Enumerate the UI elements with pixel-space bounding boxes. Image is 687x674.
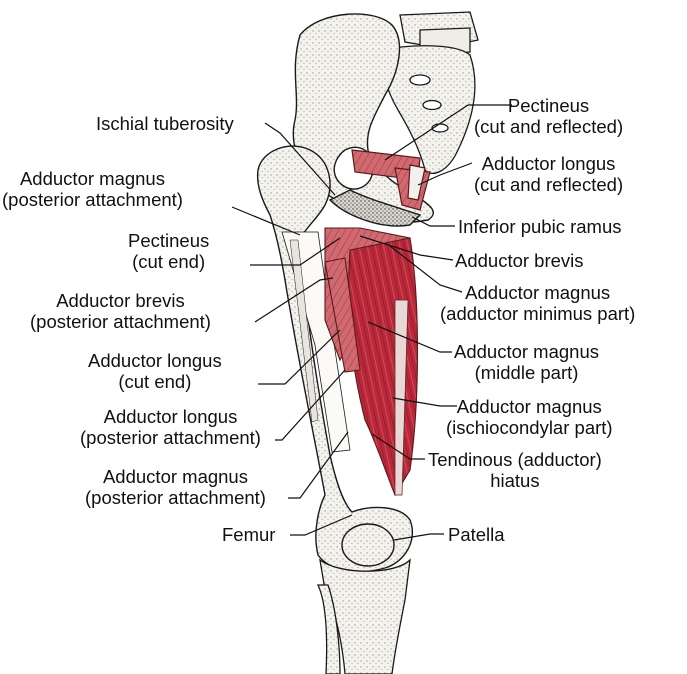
label-adductor-longus-reflected: Adductor longus (cut and reflected) [474, 153, 624, 195]
adductor-muscles [324, 227, 419, 497]
label-adductor-longus-posterior: Adductor longus (posterior attachment) [80, 406, 261, 448]
label-adductor-brevis: Adductor brevis [455, 250, 584, 271]
label-pectineus-cut-end: Pectineus (cut end) [128, 230, 210, 272]
reflected-muscles [351, 149, 431, 211]
label-patella: Patella [448, 524, 505, 545]
label-inferior-pubic-ramus: Inferior pubic ramus [458, 216, 622, 237]
label-adductor-magnus-minimus: Adductor magnus (adductor minimus part) [440, 282, 636, 324]
label-adductor-brevis-posterior: Adductor brevis (posterior attachment) [30, 290, 211, 332]
femur-bone [256, 145, 414, 573]
leader-lines [231, 104, 512, 541]
label-adductor-magnus-ischiocondylar: Adductor magnus (ischiocondylar part) [446, 396, 613, 438]
sacrum [382, 11, 479, 174]
label-femur: Femur [222, 524, 276, 545]
label-adductor-magnus-posterior-lower: Adductor magnus (posterior attachment) [85, 466, 266, 508]
label-pectineus-reflected: Pectineus (cut and reflected) [474, 95, 624, 137]
label-adductor-longus-cut-end: Adductor longus (cut end) [88, 350, 222, 392]
label-ischial-tuberosity: Ischial tuberosity [96, 113, 234, 134]
label-tendinous-hiatus: Tendinous (adductor) hiatus [428, 449, 602, 491]
patella-bone [341, 523, 395, 567]
label-adductor-magnus-posterior-upper: Adductor magnus (posterior attachment) [2, 168, 183, 210]
label-adductor-magnus-middle: Adductor magnus (middle part) [454, 341, 600, 383]
lower-leg-bones [316, 558, 411, 674]
